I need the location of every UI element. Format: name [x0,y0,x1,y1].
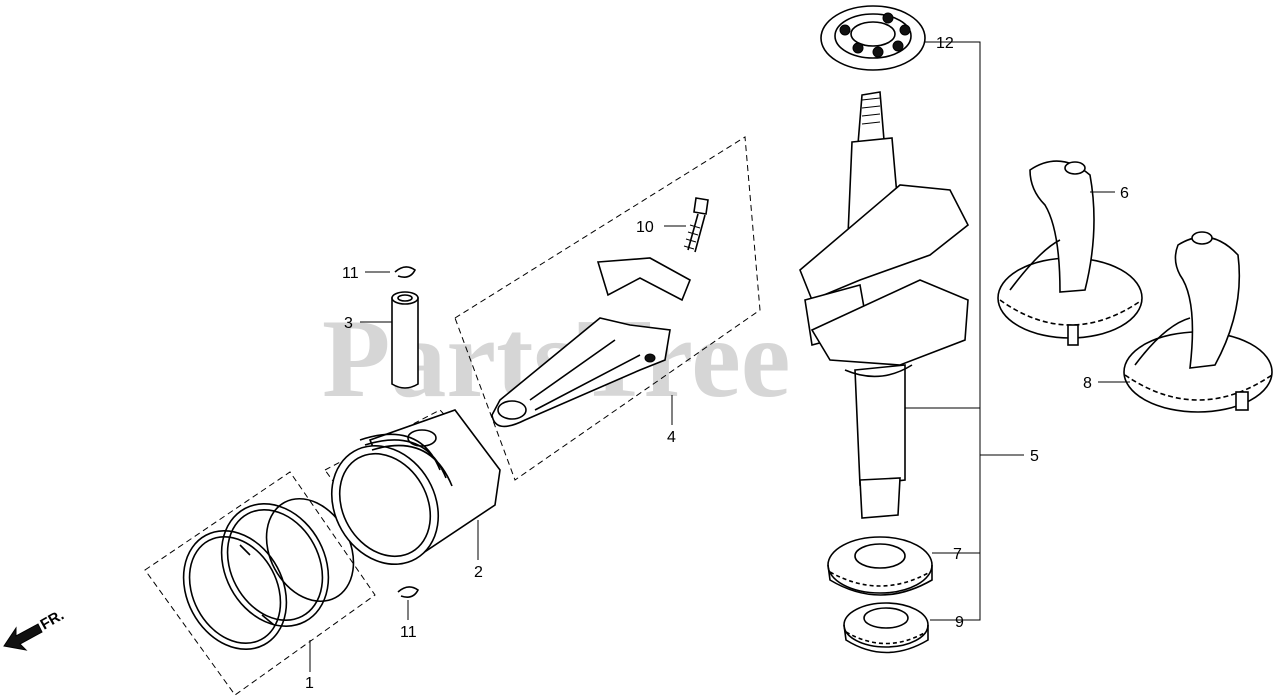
piston-pin[interactable] [391,291,419,389]
timing-gear[interactable] [843,602,929,654]
callout-11-upper: 11 [342,265,359,282]
piston-ring-set[interactable] [144,471,376,696]
arrow-down-left-icon [3,623,43,651]
callout-11-lower: 11 [400,624,417,641]
front-direction-indicator: FR. [3,607,67,651]
callout-10: 10 [636,219,654,236]
callout-7: 7 [953,546,962,563]
callout-9: 9 [955,614,964,631]
callout-12: 12 [936,35,954,52]
callout-1: 1 [305,675,314,692]
callout-6: 6 [1120,185,1129,202]
leader-lines [309,41,1130,672]
callout-8: 8 [1083,375,1092,392]
piston-pin-clip-upper[interactable] [394,266,417,278]
piston-pin-clip-lower[interactable] [397,586,420,598]
crankshaft[interactable] [799,91,970,519]
callout-5: 5 [1030,448,1039,465]
callout-2: 2 [474,564,483,581]
callout-3: 3 [344,315,353,332]
connecting-rod-bolt[interactable] [683,197,709,253]
callout-numbers: 1 2 3 4 5 6 7 8 9 10 11 11 12 [305,35,1129,692]
connecting-rod[interactable] [454,136,761,481]
front-label: FR. [38,607,67,634]
balancer-shaft-lower[interactable] [1123,231,1273,413]
balancer-shaft-upper[interactable] [997,160,1143,346]
callout-4: 4 [667,429,676,446]
ball-bearing[interactable] [820,5,926,71]
piston[interactable] [311,409,501,584]
crankshaft-gear[interactable] [827,536,933,596]
